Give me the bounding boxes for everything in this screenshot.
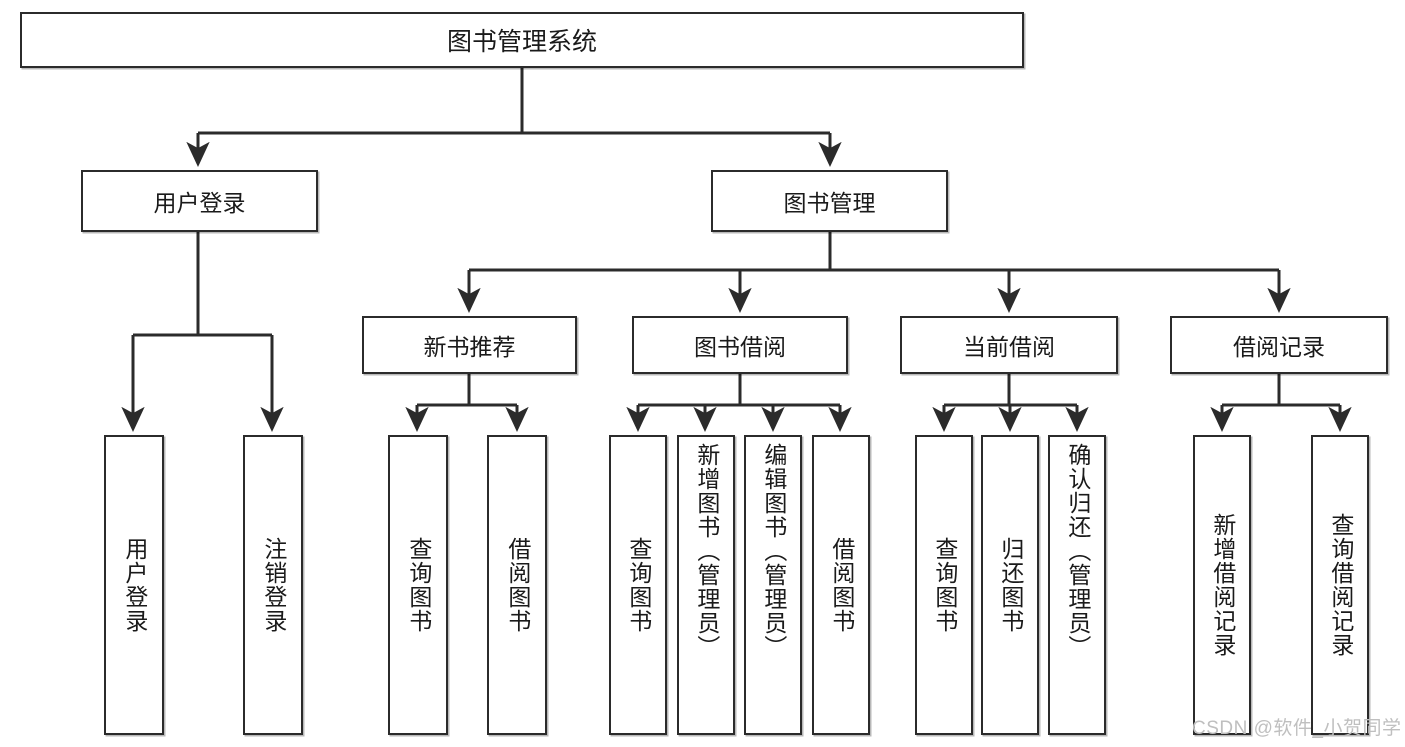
node-label: 新增图书（管理员） <box>693 443 720 659</box>
node-label: 查询图书 <box>931 537 958 633</box>
node-current-borrow[interactable]: 当前借阅 <box>900 316 1118 374</box>
node-book-borrow[interactable]: 图书借阅 <box>632 316 848 374</box>
node-label: 图书管理系统 <box>446 28 597 56</box>
node-label: 用户登录 <box>121 537 148 633</box>
node-label: 查询图书 <box>625 537 652 633</box>
node-label: 图书管理 <box>783 190 876 216</box>
node-label: 借阅图书 <box>828 537 855 633</box>
leaf-book-borrow-borrow[interactable]: 借阅图书 <box>812 435 870 735</box>
node-label: 新增借阅记录 <box>1209 513 1236 657</box>
node-label: 当前借阅 <box>963 334 1055 360</box>
leaf-current-borrow-query[interactable]: 查询图书 <box>915 435 973 735</box>
leaf-new-book-query[interactable]: 查询图书 <box>388 435 448 735</box>
node-label: 查询借阅记录 <box>1327 513 1354 657</box>
node-book-management[interactable]: 图书管理 <box>711 170 948 232</box>
node-new-book-recommend[interactable]: 新书推荐 <box>362 316 577 374</box>
leaf-borrow-record-query[interactable]: 查询借阅记录 <box>1311 435 1369 735</box>
node-label: 归还图书 <box>997 537 1024 633</box>
node-label: 图书借阅 <box>694 334 786 360</box>
node-user-login[interactable]: 用户登录 <box>81 170 318 232</box>
node-label: 注销登录 <box>260 537 287 633</box>
node-borrow-record[interactable]: 借阅记录 <box>1170 316 1388 374</box>
node-label: 确认归还（管理员） <box>1064 443 1091 659</box>
leaf-current-borrow-return[interactable]: 归还图书 <box>981 435 1039 735</box>
leaf-borrow-record-add[interactable]: 新增借阅记录 <box>1193 435 1251 735</box>
node-label: 用户登录 <box>153 190 246 216</box>
leaf-book-borrow-add[interactable]: 新增图书（管理员） <box>677 435 735 735</box>
leaf-new-book-borrow[interactable]: 借阅图书 <box>487 435 547 735</box>
leaf-book-borrow-edit[interactable]: 编辑图书（管理员） <box>744 435 802 735</box>
node-root-system[interactable]: 图书管理系统 <box>20 12 1024 68</box>
node-label: 借阅图书 <box>504 537 531 633</box>
leaf-book-borrow-query[interactable]: 查询图书 <box>609 435 667 735</box>
leaf-user-login-logout[interactable]: 注销登录 <box>243 435 303 735</box>
leaf-user-login-login[interactable]: 用户登录 <box>104 435 164 735</box>
node-label: 查询图书 <box>405 537 432 633</box>
node-label: 借阅记录 <box>1233 334 1325 360</box>
node-label: 新书推荐 <box>423 334 516 360</box>
leaf-current-borrow-confirm[interactable]: 确认归还（管理员） <box>1048 435 1106 735</box>
watermark-text: CSDN @软件_小贺同学 <box>1192 718 1402 739</box>
node-label: 编辑图书（管理员） <box>760 443 787 659</box>
